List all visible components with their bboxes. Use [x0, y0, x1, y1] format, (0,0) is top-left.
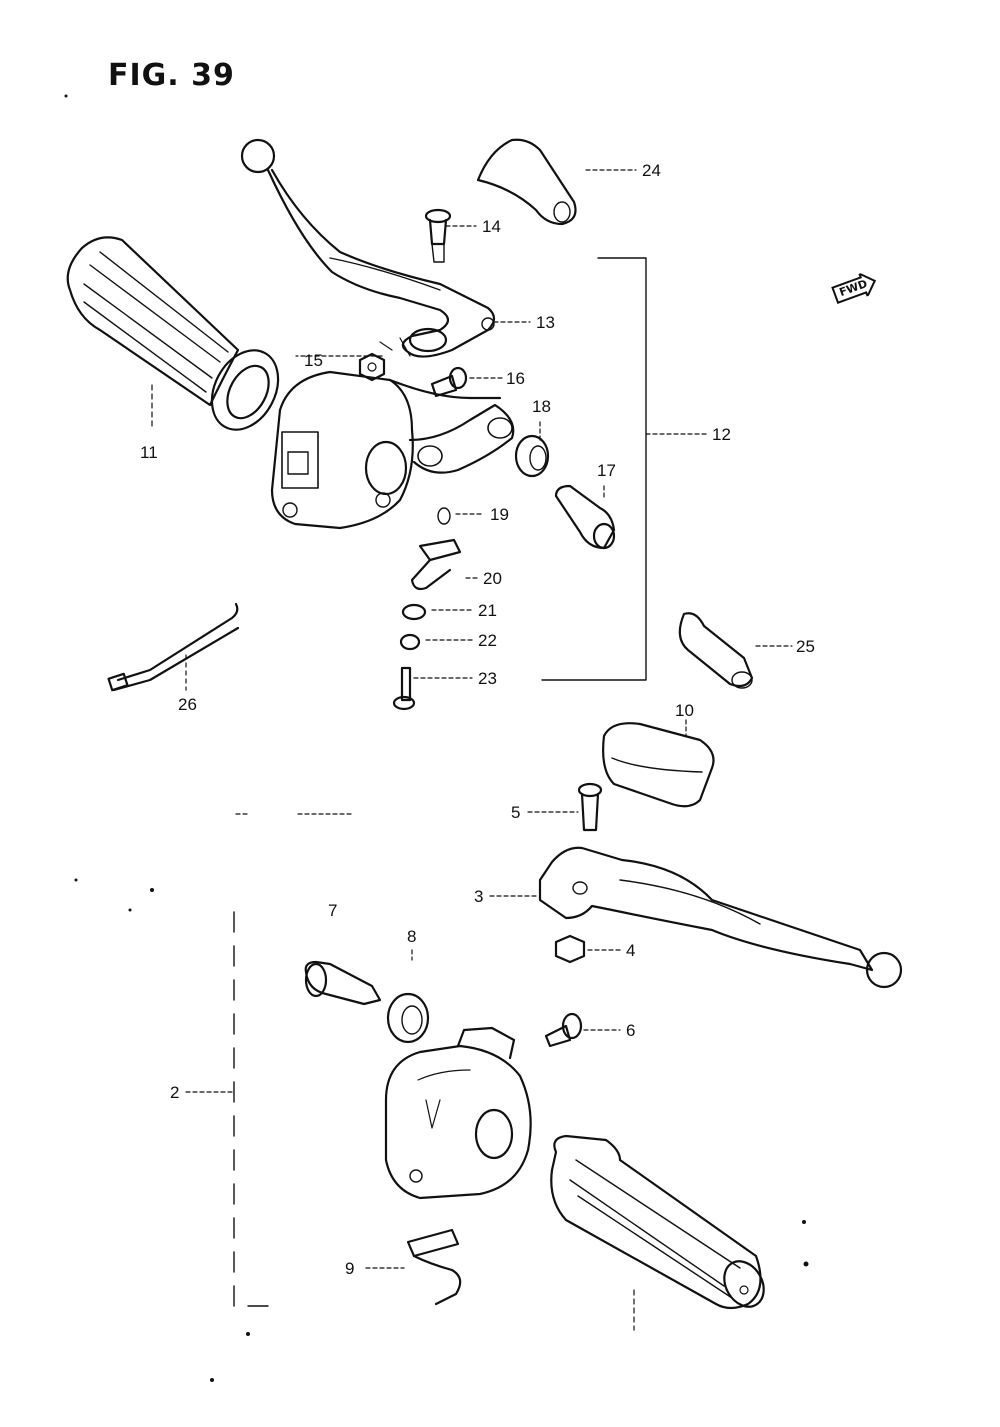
grip-left [66, 236, 280, 431]
callout-26: 26 [178, 695, 197, 714]
bracket-12 [541, 257, 647, 681]
screw-6 [544, 1012, 583, 1048]
washer-21 [401, 603, 427, 621]
callout-23: 23 [478, 669, 497, 688]
cable-tie [107, 602, 240, 692]
callout-5: 5 [511, 803, 521, 822]
grip-right [550, 1134, 765, 1310]
callout-7: 7 [328, 901, 338, 920]
callout-6: 6 [626, 1021, 636, 1040]
callout-18: 18 [532, 397, 551, 416]
leader-lines-upper [295, 169, 793, 679]
callout-3: 3 [474, 887, 484, 906]
callout-17: 17 [597, 461, 616, 480]
scan-specks [64, 94, 809, 1382]
callout-4: 4 [626, 941, 636, 960]
switch-19-20 [410, 507, 462, 591]
clutch-lever [240, 138, 496, 358]
bolt-17 [554, 484, 616, 550]
callout-2: 2 [170, 1083, 180, 1102]
bolt-7 [304, 960, 382, 1006]
arrow-right-icon [831, 271, 877, 304]
callout-12: 12 [712, 425, 731, 444]
bracket-2 [233, 911, 279, 1307]
adjuster-18 [514, 434, 550, 478]
pivot-bolt-14 [424, 208, 452, 263]
callout-16: 16 [506, 369, 525, 388]
lever-cover-10 [602, 722, 715, 808]
switch-housing-right [384, 1026, 532, 1200]
brake-lever [538, 846, 903, 989]
lever-cover-24 [476, 138, 577, 226]
collar-8 [386, 992, 430, 1044]
callout-22: 22 [478, 631, 497, 650]
switch-9 [406, 1228, 462, 1306]
callout-11: 11 [140, 443, 158, 462]
nut-15 [358, 352, 386, 382]
forward-direction-badge: FWD [829, 269, 880, 307]
screw-23 [392, 666, 416, 711]
pivot-bolt-5 [577, 782, 603, 832]
callout-25: 25 [796, 637, 815, 656]
callout-9: 9 [345, 1259, 355, 1278]
leader-lines-lower [235, 719, 687, 1269]
screw-16 [430, 366, 468, 398]
callout-8: 8 [407, 927, 417, 946]
figure-title: FIG. 39 [108, 58, 235, 93]
washer-22 [399, 633, 421, 651]
switch-housing-left [270, 370, 515, 530]
callout-14: 14 [482, 217, 501, 236]
callout-24: 24 [642, 161, 661, 180]
callout-20: 20 [483, 569, 502, 588]
callout-21: 21 [478, 601, 497, 620]
callout-10: 10 [675, 701, 694, 720]
nut-4 [554, 934, 586, 964]
callout-15: 15 [304, 351, 323, 370]
boot-25 [678, 612, 754, 689]
callout-19: 19 [490, 505, 509, 524]
callout-13: 13 [536, 313, 555, 332]
